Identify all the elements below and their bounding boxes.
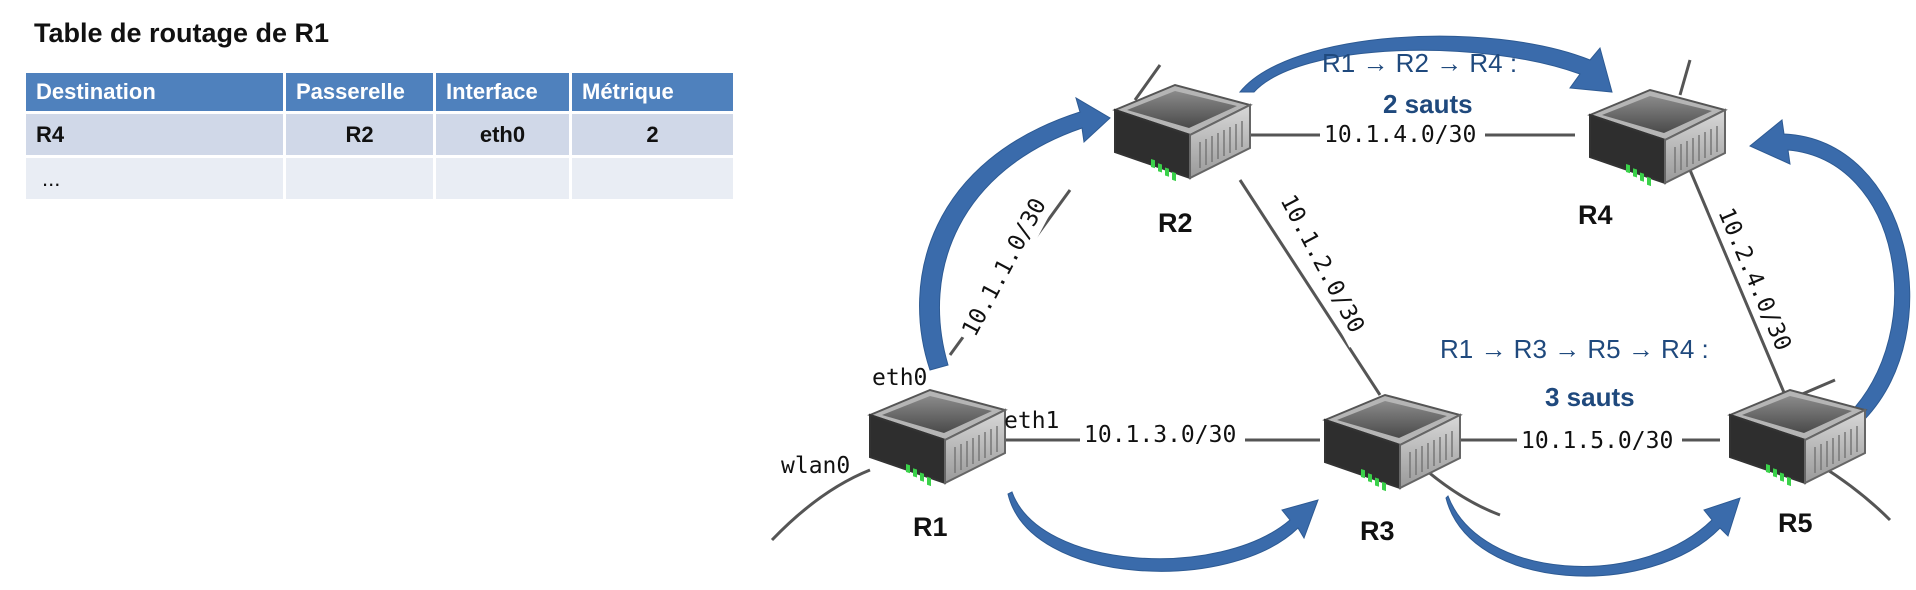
link-r2-up: [1133, 64, 1162, 101]
arrow-r1-to-r2: [919, 96, 1111, 371]
label-bg: [953, 183, 1059, 347]
cell-interface: eth0: [433, 111, 572, 158]
label-bg: [1080, 418, 1245, 448]
network-r2-r4-label: 10.1.4.0/30: [1324, 122, 1476, 148]
router-r2-label: R2: [1158, 208, 1193, 238]
cell-empty: [283, 155, 436, 202]
path-r1-r2-r4-label: R1 → R2 → R4 :: [1322, 48, 1517, 78]
network-r1-r2-label: 10.1.1.0/30: [957, 194, 1051, 341]
arrow-r3-to-r5: [1445, 495, 1741, 577]
arrow-r1-to-r3: [1007, 491, 1319, 572]
label-bg: [1270, 185, 1376, 348]
arrow-r2-to-r4: [1238, 35, 1613, 93]
router-r4-label: R4: [1578, 200, 1613, 230]
router-r1-label: R1: [913, 512, 948, 542]
link-r4-up: [1678, 59, 1692, 96]
path-r1-r3-r5-r4-hops: 3 sauts: [1545, 382, 1635, 412]
interface-eth1-label: eth1: [1004, 408, 1059, 434]
link-r1-wlan0: [770, 468, 871, 542]
label-bg: [1708, 198, 1802, 366]
link-r4-r5: [1688, 169, 1787, 396]
cell-destination: R4: [23, 111, 286, 158]
table-header-row: Destination Passerelle Interface Métriqu…: [23, 70, 736, 114]
interface-wlan0-label: wlan0: [781, 453, 850, 479]
cell-passerelle: R2: [283, 111, 436, 158]
network-r4-r5-label: 10.2.4.0/30: [1712, 204, 1795, 354]
network-r2-r3-label: 10.1.2.0/30: [1275, 191, 1369, 338]
link-r5-down: [1819, 463, 1892, 522]
path-arrows: [919, 35, 1911, 577]
network-r3-r5-label: 10.1.5.0/30: [1521, 428, 1673, 454]
header-interface: Interface: [433, 70, 572, 114]
table-row: R4 R2 eth0 2: [23, 111, 736, 158]
path-r1-r3-r5-r4-label: R1 → R3 → R5 → R4 :: [1440, 334, 1709, 364]
link-r5-right: [1799, 378, 1836, 397]
cell-empty: [433, 155, 572, 202]
table-row: ...: [23, 155, 736, 202]
network-r1-r3-label: 10.1.3.0/30: [1084, 422, 1236, 448]
routing-table: Destination Passerelle Interface Métriqu…: [23, 70, 736, 202]
label-bg: [1320, 118, 1485, 148]
arrow-r5-to-r4: [1749, 119, 1911, 421]
header-passerelle: Passerelle: [283, 70, 436, 114]
router-r1-icon: [869, 389, 1006, 488]
router-r5-label: R5: [1778, 508, 1813, 538]
routing-table-title: Table de routage de R1: [34, 18, 330, 48]
header-destination: Destination: [23, 70, 286, 114]
router-r3-label: R3: [1360, 516, 1395, 546]
label-bg: [1517, 424, 1682, 454]
cell-ellipsis: ...: [23, 155, 286, 202]
interface-eth0-label: eth0: [872, 365, 927, 391]
link-r2-r3: [1238, 179, 1382, 396]
header-metrique: Métrique: [569, 70, 736, 114]
cell-metrique: 2: [569, 111, 736, 158]
router-r3-icon: [1324, 394, 1461, 493]
router-r4-icon: [1589, 89, 1726, 188]
path-r1-r2-r4-hops: 2 sauts: [1383, 89, 1473, 119]
cell-empty: [569, 155, 736, 202]
router-r5-icon: [1729, 389, 1866, 488]
